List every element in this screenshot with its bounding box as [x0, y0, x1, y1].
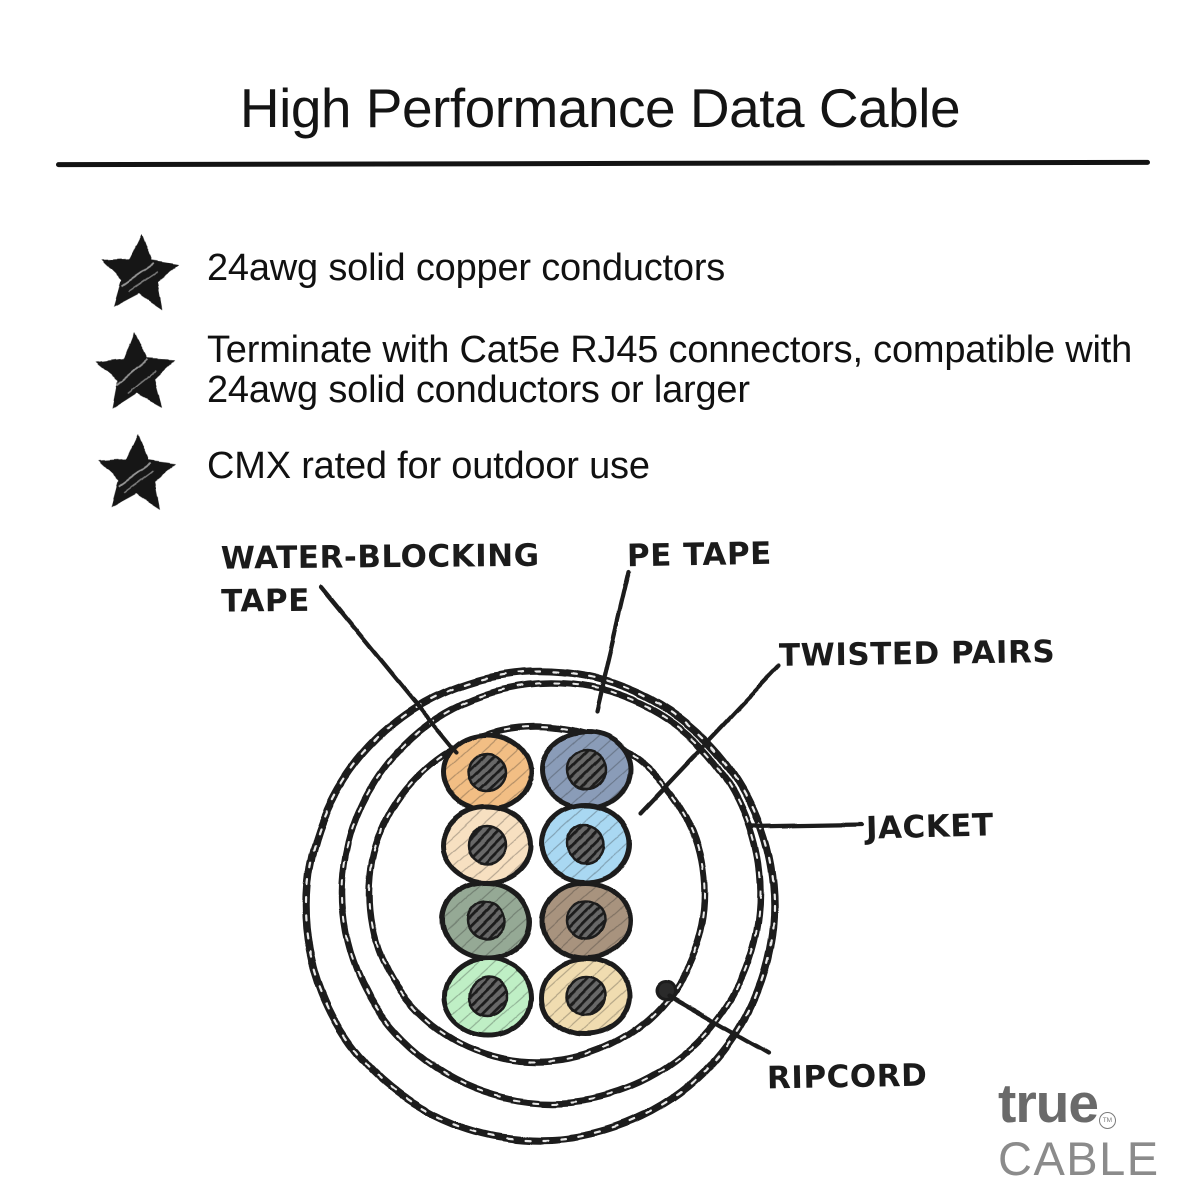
leader-ripcord	[665, 992, 773, 1056]
leader-lines	[317, 569, 864, 1056]
feature-text: Terminate with Cat5e RJ45 connectors, co…	[207, 329, 1133, 411]
leader-pe-tape	[593, 569, 632, 715]
conductor	[466, 824, 508, 866]
brand-logo-true: true	[998, 1072, 1099, 1134]
conductor	[465, 900, 507, 942]
star-icon	[101, 233, 180, 310]
conductor	[565, 976, 607, 1018]
conductor	[466, 751, 508, 793]
label-jacket: JACKET	[865, 807, 995, 847]
label-twisted-pairs: TWISTED PAIRS	[778, 634, 1056, 674]
brand-logo-cable: CABLE	[998, 1132, 1160, 1185]
feature-text: 24awg solid copper conductors	[207, 247, 726, 289]
conductor	[565, 822, 607, 864]
leader-twisted-pairs	[638, 664, 782, 816]
pe-tape-ring	[365, 722, 709, 1066]
leader-water-blocking-tape	[317, 583, 459, 755]
conductor	[565, 749, 607, 791]
feature-text: CMX rated for outdoor use	[207, 445, 650, 487]
trademark-badge: TM	[1098, 1112, 1116, 1129]
label-pe-tape: PE TAPE	[626, 535, 773, 575]
star-icon	[95, 331, 176, 409]
twisted-pairs-group	[439, 729, 633, 1038]
conductor	[565, 899, 607, 941]
conductor	[467, 976, 509, 1018]
page-title: High Performance Data Cable	[239, 77, 961, 139]
leader-jacket	[747, 821, 864, 829]
label-ripcord: RIPCORD	[766, 1057, 928, 1097]
star-icon	[98, 433, 177, 509]
label-water-blocking-tape: WATER-BLOCKING TAPE	[220, 537, 540, 620]
